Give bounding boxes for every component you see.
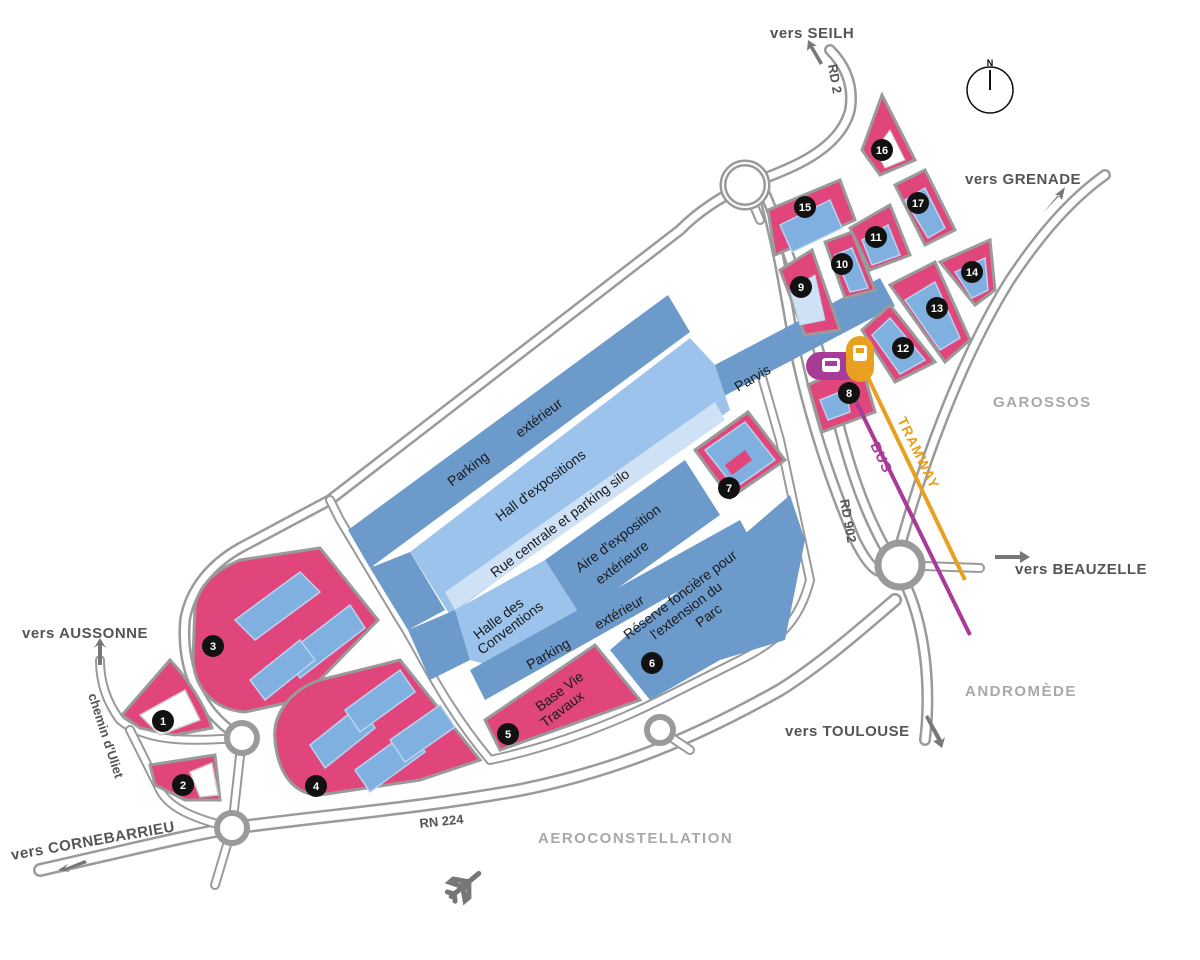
marker-12[interactable]: 12 [892,337,914,359]
marker-16[interactable]: 16 [871,139,893,161]
roundabout-cornebarrieu [214,810,250,846]
svg-text:3: 3 [210,641,216,653]
zone-aire-expo [545,460,720,615]
label-bus: BUS [867,439,896,475]
svg-text:13: 13 [931,303,943,315]
label-rd902: RD 902 [837,498,859,544]
arrow-cornebarrieu-icon [58,860,87,872]
zone-parking-bottom [470,520,755,700]
label-garossos: GAROSSOS [993,394,1092,411]
marker-8[interactable]: 8 [838,382,860,404]
roundabout-toulouse [644,714,676,746]
road-rd2 [739,44,857,191]
plot-15 [766,178,857,258]
roundabout-aussonne [224,720,260,756]
road-network [33,44,1111,890]
compass-label: N [987,58,994,68]
arrow-icons [58,40,1065,872]
marker-6[interactable]: 6 [641,652,663,674]
svg-text:1: 1 [160,716,166,728]
label-rd2: RD 2 [825,63,845,95]
bus-icon [806,352,858,380]
tramway-line [860,364,967,581]
bus-line [846,384,972,636]
plot-4 [273,658,483,797]
arrow-seilh-icon [807,40,823,65]
label-vers-aussonne: vers AUSSONNE [22,625,148,642]
svg-text:15: 15 [799,202,811,214]
zone-parking-top [348,295,690,568]
svg-text:11: 11 [870,232,882,244]
zone-hall-expo [410,338,730,615]
plot-16 [860,91,918,177]
marker-2[interactable]: 2 [172,774,194,796]
svg-text:14: 14 [966,267,979,279]
zones [348,278,895,700]
marker-9[interactable]: 9 [790,276,812,298]
zone-rue-centrale [445,402,725,610]
transit-lines [806,336,972,636]
label-vers-grenade: vers GRENADE [965,171,1081,188]
zone-parvis [690,278,895,406]
svg-text:17: 17 [912,198,924,210]
plot-7 [692,409,788,501]
label-vers-toulouse: vers TOULOUSE [785,723,910,740]
marker-7[interactable]: 7 [718,477,740,499]
arrow-beauzelle-icon [995,551,1030,563]
label-vers-beauzelle: vers BEAUZELLE [1015,561,1147,578]
marker-5[interactable]: 5 [497,723,519,745]
zone-left-blue-2 [408,610,470,680]
arrow-aussonne-icon [94,638,106,665]
marker-15[interactable]: 15 [794,196,816,218]
arrow-grenade-icon [1043,187,1065,213]
plot-markers: 1 2 3 4 5 6 7 8 9 10 11 12 13 14 15 16 1… [152,139,983,797]
road-grenade [889,169,1111,571]
plot-3 [191,546,381,714]
label-andromede: ANDROMÈDE [965,683,1077,700]
svg-text:6: 6 [649,658,655,670]
label-aeroconstellation: AEROCONSTELLATION [538,830,733,847]
svg-text:4: 4 [313,781,320,793]
plot-5 [483,642,643,752]
label-rn224: RN 224 [419,811,465,831]
road-aussonne [95,655,247,890]
marker-4[interactable]: 4 [305,775,327,797]
label-vers-seilh: vers SEILH [770,25,854,42]
airplane-icon [444,870,482,906]
tram-icon [846,336,874,382]
compass-icon: N [966,58,1014,114]
svg-text:5: 5 [505,729,511,741]
zone-left-blue [370,552,445,630]
marker-13[interactable]: 13 [926,297,948,319]
roundabout-beauzelle [874,539,926,591]
svg-text:2: 2 [180,780,186,792]
marker-11[interactable]: 11 [865,226,887,248]
svg-text:16: 16 [876,145,888,157]
svg-text:7: 7 [726,483,732,495]
svg-text:10: 10 [836,259,848,271]
marker-1[interactable]: 1 [152,710,174,732]
roundabout-seilh [719,159,771,211]
svg-text:8: 8 [846,388,852,400]
arrow-toulouse-icon [925,715,945,748]
marker-10[interactable]: 10 [831,253,853,275]
area-labels: GAROSSOS ANDROMÈDE AEROCONSTELLATION [538,394,1092,847]
zone-reserve [610,495,805,700]
marker-17[interactable]: 17 [907,192,929,214]
marker-14[interactable]: 14 [961,261,983,283]
svg-text:12: 12 [897,343,909,355]
svg-text:9: 9 [798,282,804,294]
marker-3[interactable]: 3 [202,635,224,657]
road-rn224 [33,593,902,877]
